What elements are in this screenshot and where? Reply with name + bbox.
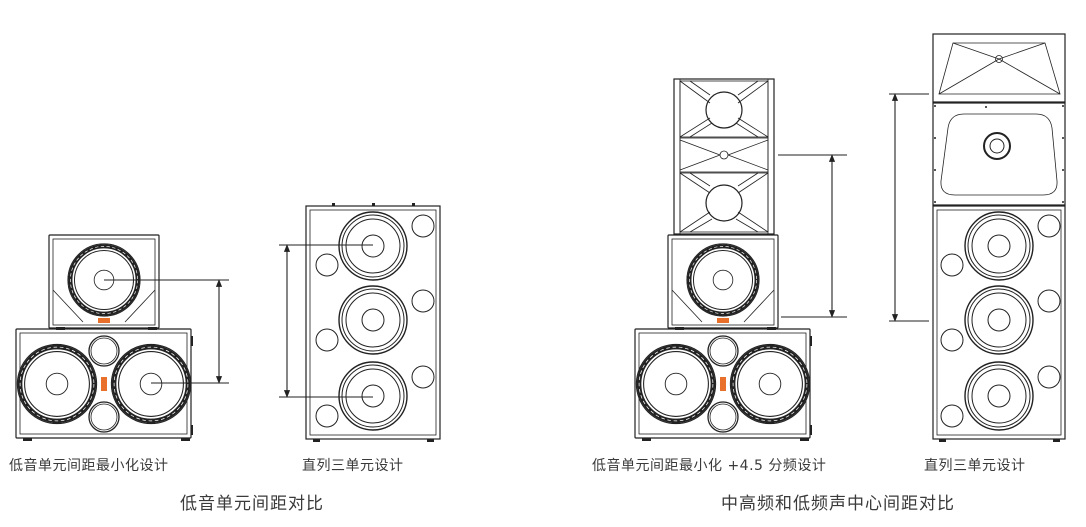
logo-badge-icon — [720, 377, 726, 391]
label-right-stack: 低音单元间距最小化 +4.5 分频设计 — [592, 458, 827, 474]
logo-badge-icon — [717, 318, 729, 323]
label-left-column: 直列三单元设计 — [302, 458, 404, 474]
horn-lower — [679, 172, 769, 233]
horn-upper — [679, 80, 769, 138]
label-right-column: 直列三单元设计 — [924, 458, 1026, 474]
label-left-stack: 低音单元间距最小化设计 — [9, 458, 169, 474]
right-column-speaker — [889, 33, 1066, 442]
right-stack-speaker — [635, 78, 847, 441]
left-stack-speaker — [16, 234, 229, 441]
logo-badge-icon — [101, 377, 107, 391]
caption-left-group: 低音单元间距对比 — [180, 494, 324, 514]
horn-center — [679, 137, 769, 173]
left-column-speaker — [279, 203, 441, 442]
logo-badge-icon — [98, 318, 110, 323]
caption-right-group: 中高频和低频声中心间距对比 — [721, 494, 955, 514]
